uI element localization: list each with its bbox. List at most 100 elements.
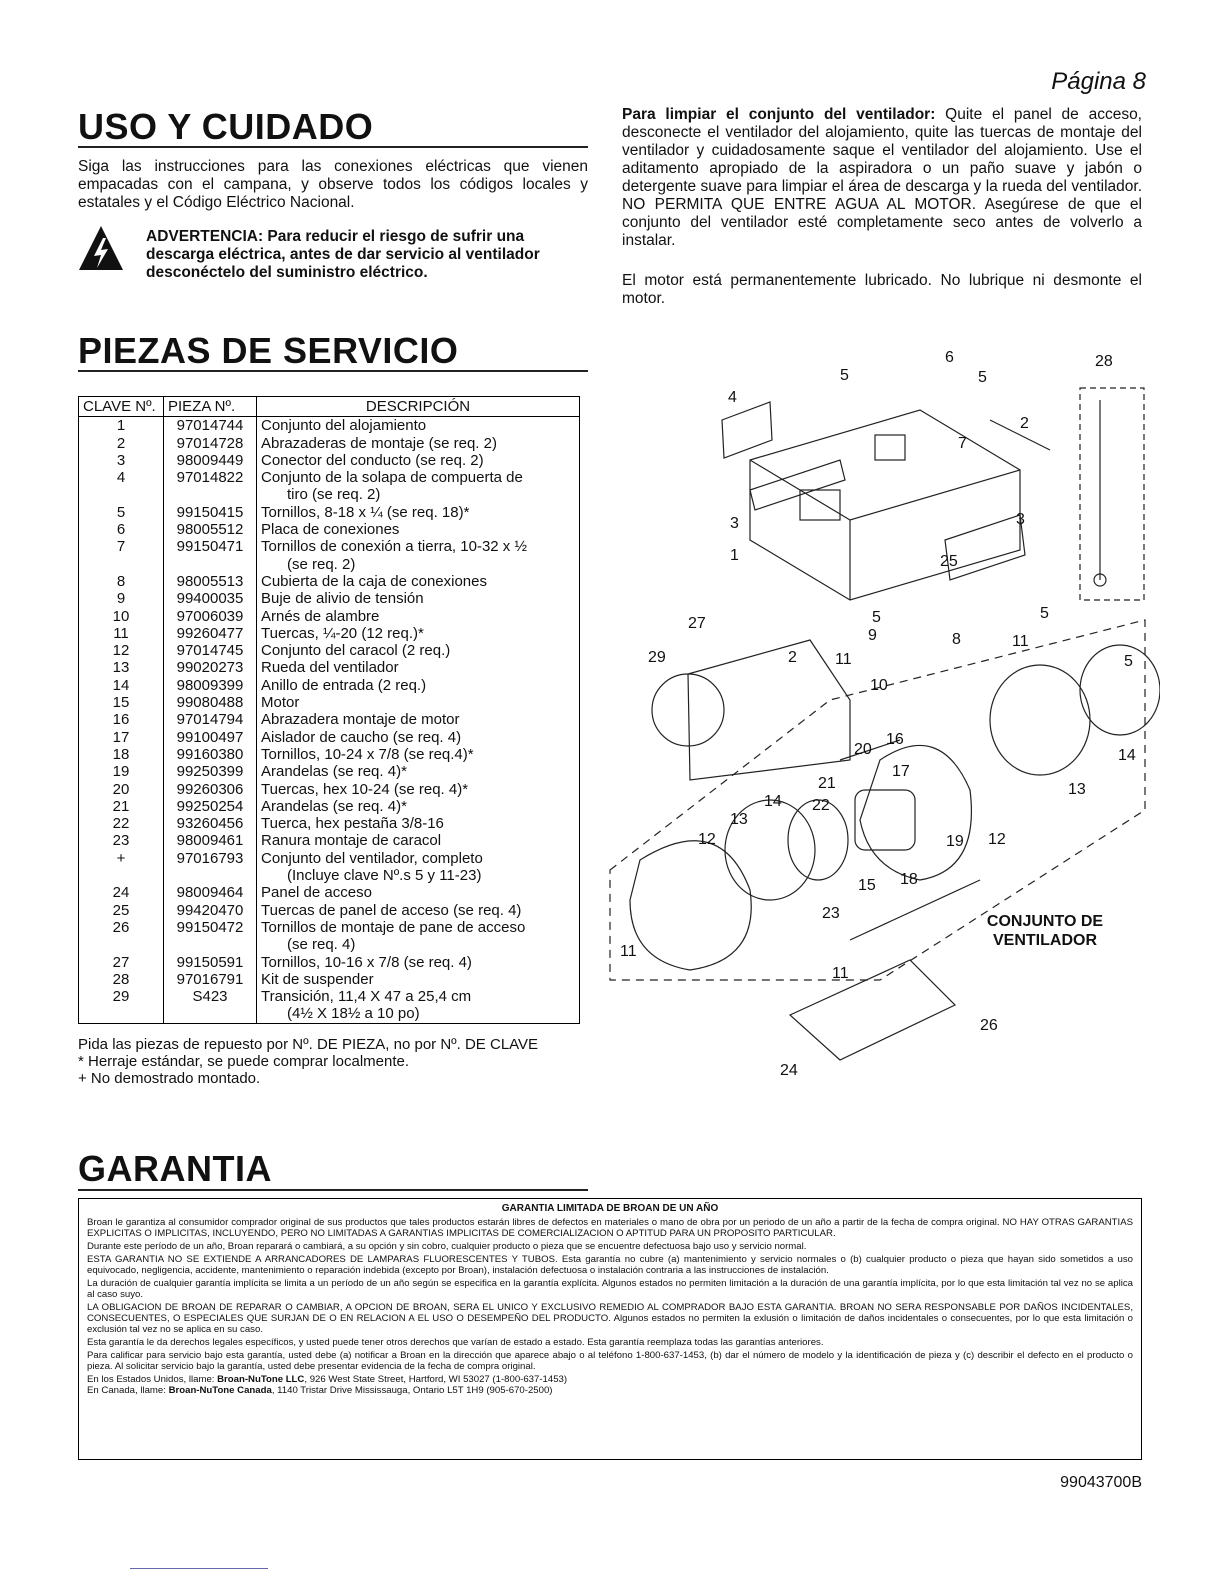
cell-clave: 4 (78, 469, 164, 487)
cell-pieza: 98009461 (163, 832, 257, 850)
callout-label: 11 (1012, 633, 1029, 650)
cell-descripcion: Arandelas (se req. 4)* (256, 763, 580, 781)
cell-pieza: 99020273 (163, 659, 257, 677)
callout-label: 19 (946, 833, 964, 850)
cell-pieza (163, 936, 257, 954)
cell-clave: 16 (78, 711, 164, 729)
warranty-box-title: GARANTIA LIMITADA DE BROAN DE UN AÑO (501, 1203, 719, 1214)
col-clave: CLAVE Nº. (78, 395, 164, 418)
cell-clave: 27 (78, 953, 164, 971)
callout-label: 2 (788, 649, 797, 666)
cell-clave: 10 (78, 607, 164, 625)
cell-pieza: 97014794 (163, 711, 257, 729)
cell-descripcion: Aislador de caucho (se req. 4) (256, 728, 580, 746)
cell-pieza: 99150471 (163, 538, 257, 556)
clean-instructions: Para limpiar el conjunto del ventilador:… (622, 106, 1142, 250)
callout-label: 16 (886, 731, 904, 748)
callout-label: 2 (1020, 415, 1029, 432)
cell-pieza: 99150415 (163, 503, 257, 522)
cell-pieza (163, 555, 257, 573)
cell-clave: 25 (78, 901, 164, 919)
warning-text: ADVERTENCIA: Para reducir el riesgo de s… (146, 228, 540, 281)
warranty-p4: La duración de cualquier garantía implíc… (87, 1278, 1133, 1300)
cell-descripcion: Abrazaderas de montaje (se req. 2) (256, 434, 580, 452)
cell-pieza: 99100497 (163, 728, 257, 746)
cell-clave: 5 (78, 503, 164, 522)
cell-clave: 9 (78, 590, 164, 608)
uso-rule (78, 146, 588, 148)
cell-pieza: 99150472 (163, 918, 257, 937)
cell-pieza: 98009399 (163, 676, 257, 695)
cell-pieza: 97006039 (163, 607, 257, 625)
cell-clave: 3 (78, 451, 164, 470)
cell-pieza: 97014745 (163, 642, 257, 660)
table-row: (se req. 2) (78, 555, 580, 573)
cell-pieza: 98005512 (163, 521, 257, 539)
cell-descripcion: Conjunto del caracol (2 req.) (256, 642, 580, 660)
cell-clave: 28 (78, 970, 164, 989)
cell-clave: 8 (78, 572, 164, 591)
assembly-label: CONJUNTO DE VENTILADOR (960, 912, 1130, 950)
garantia-title: GARANTIA (78, 1148, 272, 1189)
callout-label: 5 (1040, 605, 1049, 622)
callout-label: 11 (620, 943, 637, 960)
cell-descripcion: Tuerca, hex pestaña 3/8-16 (256, 815, 580, 833)
cell-descripcion: Tornillos de conexión a tierra, 10-32 x … (256, 538, 580, 556)
callout-label: 8 (952, 631, 961, 648)
cell-clave: 21 (78, 797, 164, 816)
cell-descripcion: Tuercas, hex 10-24 (se req. 4)* (256, 780, 580, 798)
cell-descripcion: Tornillos de montaje de pane de acceso (256, 918, 580, 937)
cell-descripcion: Conjunto del ventilador, completo (256, 849, 580, 868)
callout-label: 20 (854, 741, 872, 758)
cell-clave: 6 (78, 521, 164, 539)
warranty-p6: Esta garantía le da derechos legales esp… (87, 1337, 824, 1348)
callout-label: 14 (764, 793, 782, 810)
garantia-rule (78, 1189, 588, 1191)
callout-label: 22 (812, 797, 830, 814)
cell-clave: 29 (78, 988, 164, 1006)
cell-pieza: 99150591 (163, 953, 257, 971)
table-row: (se req. 4) (78, 936, 580, 954)
cell-descripcion: Anillo de entrada (2 req.) (256, 676, 580, 695)
note-order: Pida las piezas de repuesto por Nº. DE P… (78, 1036, 539, 1053)
table-row: (4½ X 18½ a 10 po) (78, 1005, 580, 1024)
note-standard: * Herraje estándar, se puede comprar loc… (78, 1053, 410, 1070)
cell-clave: + (78, 849, 164, 868)
cell-pieza: 99400035 (163, 590, 257, 608)
callout-label: 26 (980, 1017, 998, 1034)
cell-clave (78, 555, 164, 573)
cell-descripcion: Transición, 11,4 X 47 a 25,4 cm (256, 988, 580, 1006)
cell-clave: 26 (78, 918, 164, 937)
cell-descripcion: Tornillos, 10-24 x 7/8 (se req.4)* (256, 745, 580, 764)
cell-clave: 1 (78, 416, 164, 435)
cell-pieza: 99080488 (163, 694, 257, 712)
cell-descripcion: Panel de acceso (256, 884, 580, 902)
assembly-label-line2: VENTILADOR (993, 932, 1097, 949)
piezas-rule (78, 370, 588, 372)
callout-label: 15 (858, 877, 876, 894)
col-pieza: PIEZA Nº. (163, 395, 257, 418)
cell-descripcion: Ranura montaje de caracol (256, 832, 580, 850)
cell-clave: 23 (78, 832, 164, 850)
warranty-p2: Durante este período de un año, Broan re… (87, 1241, 807, 1252)
callout-label: 5 (1124, 653, 1133, 670)
callout-label: 12 (988, 831, 1006, 848)
cell-descripcion: Buje de alivio de tensión (256, 590, 580, 608)
cell-descripcion: (4½ X 18½ a 10 po) (256, 1005, 580, 1024)
cell-pieza: 99160380 (163, 745, 257, 764)
access-panel (788, 959, 957, 1061)
